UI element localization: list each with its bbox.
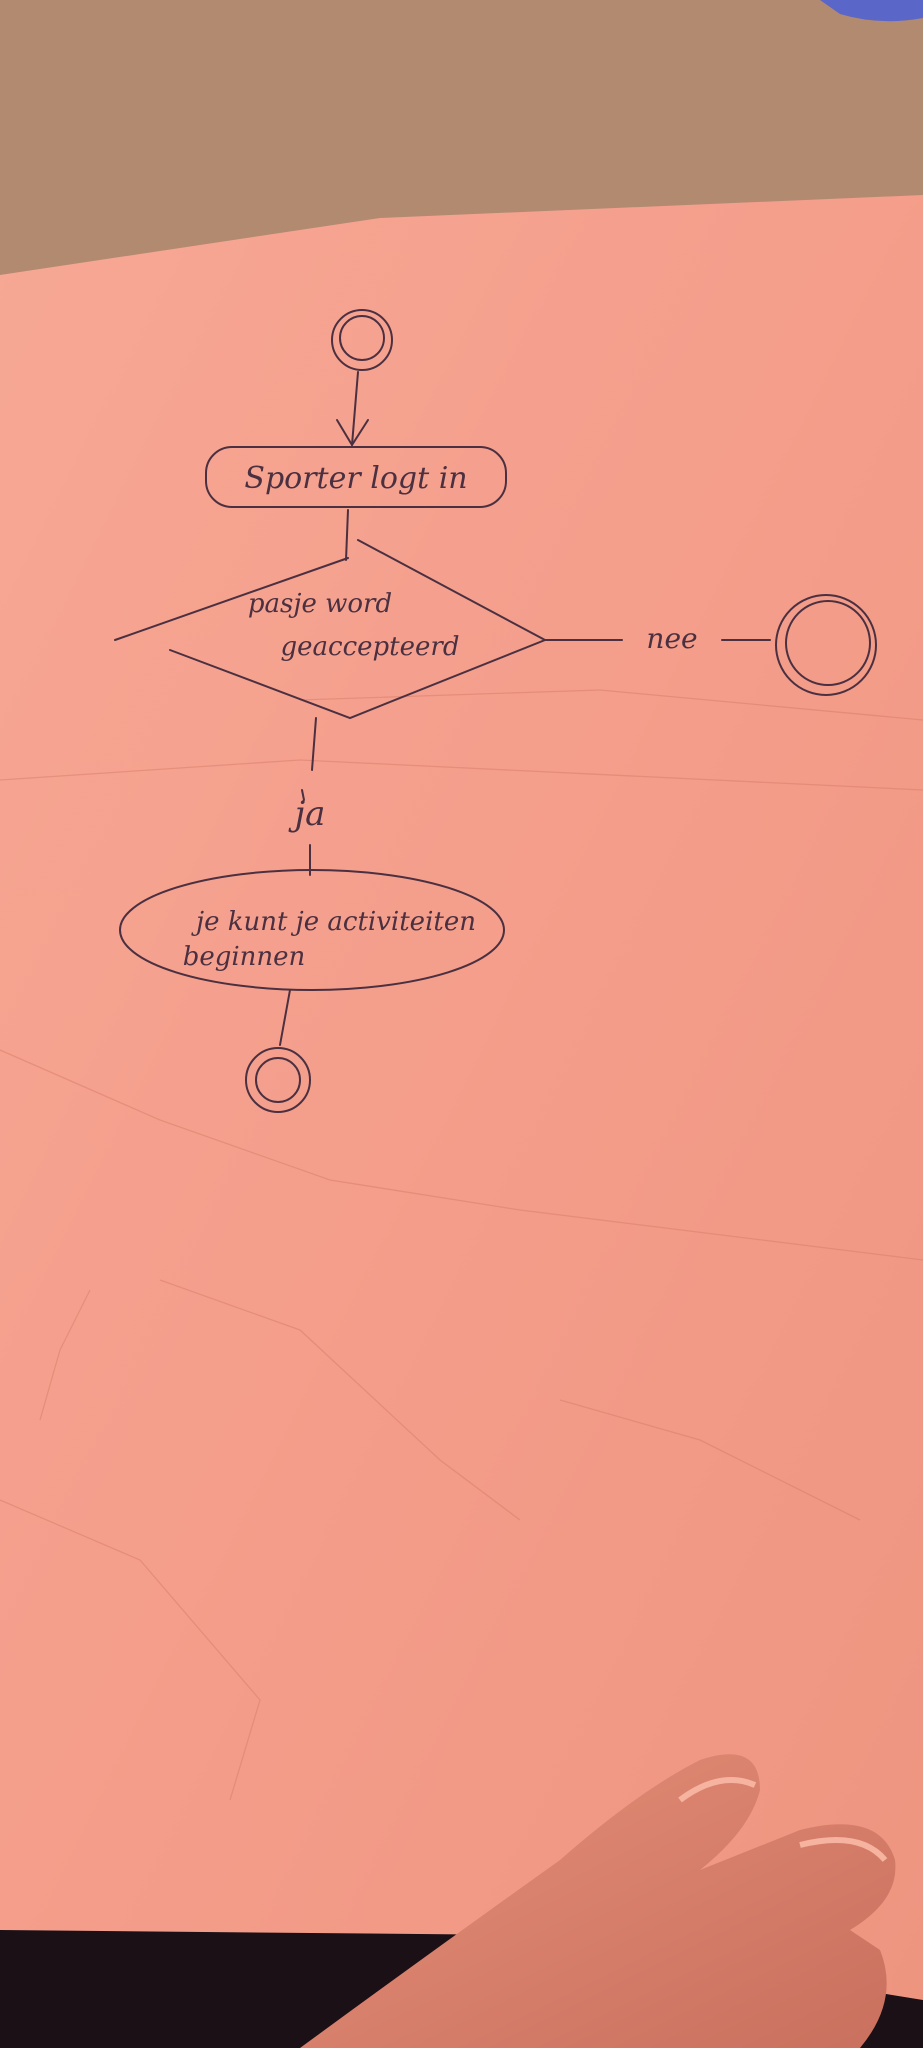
blue-object xyxy=(820,0,923,22)
arrow-start-to-login xyxy=(336,371,369,447)
label-decision-line1: pasje word xyxy=(248,589,392,619)
end-node-yes xyxy=(245,1047,311,1113)
label-login: Sporter logt in xyxy=(244,461,467,496)
edge-activities-to-end xyxy=(279,989,291,1046)
label-activities-line2: beginnen xyxy=(183,942,306,972)
label-decision-line2: geaccepteerd xyxy=(281,632,460,662)
label-yes: ja xyxy=(288,794,326,834)
label-activities-line1: je kunt je activiteiten xyxy=(191,907,476,937)
action-activities xyxy=(119,869,505,991)
paper-sheet xyxy=(0,195,923,2000)
action-login xyxy=(205,446,507,508)
label-no: nee xyxy=(646,622,697,655)
hand xyxy=(300,1754,896,2048)
activity-diagram xyxy=(114,309,877,1113)
end-node-no xyxy=(775,594,877,696)
paper-creases xyxy=(0,689,923,1801)
edge-login-to-decision xyxy=(345,509,349,561)
start-node xyxy=(331,309,393,371)
decision-node xyxy=(114,539,548,720)
